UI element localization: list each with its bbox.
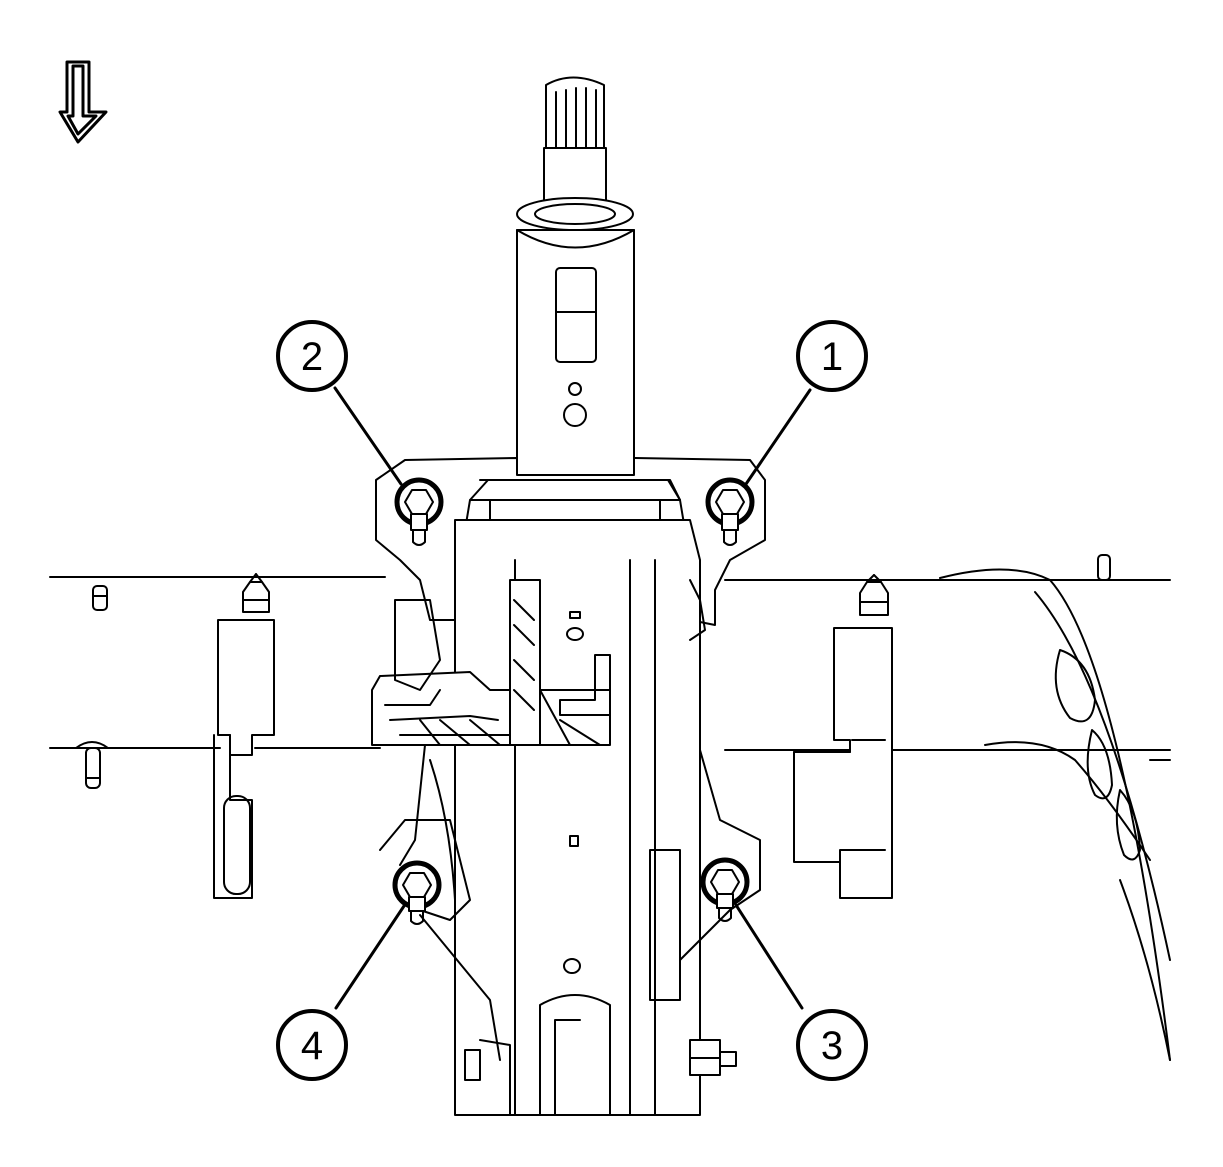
leader-line-2 — [333, 386, 403, 486]
callout-1-label: 1 — [821, 335, 843, 379]
steering-shaft — [516, 76, 634, 231]
right-bracket — [793, 627, 893, 899]
nut-2 — [394, 477, 444, 546]
nut-3 — [700, 857, 750, 922]
push-pin-left — [75, 741, 109, 789]
callout-2: 2 — [276, 320, 348, 392]
column-right-detail — [649, 579, 761, 1076]
callout-3: 3 — [796, 1009, 868, 1081]
beam-stud-right — [859, 554, 1111, 616]
beam-stud-left — [92, 573, 270, 613]
callout-2-label: 2 — [301, 335, 323, 379]
leader-line-4 — [334, 904, 406, 1010]
view-direction-arrow-icon — [58, 60, 108, 144]
callout-4: 4 — [276, 1009, 348, 1081]
left-bracket — [213, 619, 275, 899]
nut-4 — [392, 860, 442, 925]
leader-line-1 — [744, 388, 812, 486]
callout-3-label: 3 — [821, 1024, 843, 1068]
callout-4-label: 4 — [301, 1024, 323, 1068]
leader-line-3 — [734, 903, 804, 1010]
curved-support — [939, 568, 1171, 1061]
nut-1 — [705, 477, 755, 546]
column-left-detail — [379, 599, 511, 1116]
column-body — [454, 519, 701, 1116]
tilt-lever — [371, 579, 611, 746]
callout-1: 1 — [796, 320, 868, 392]
column-jacket-upper — [516, 229, 635, 476]
leader-lines — [333, 386, 812, 1010]
